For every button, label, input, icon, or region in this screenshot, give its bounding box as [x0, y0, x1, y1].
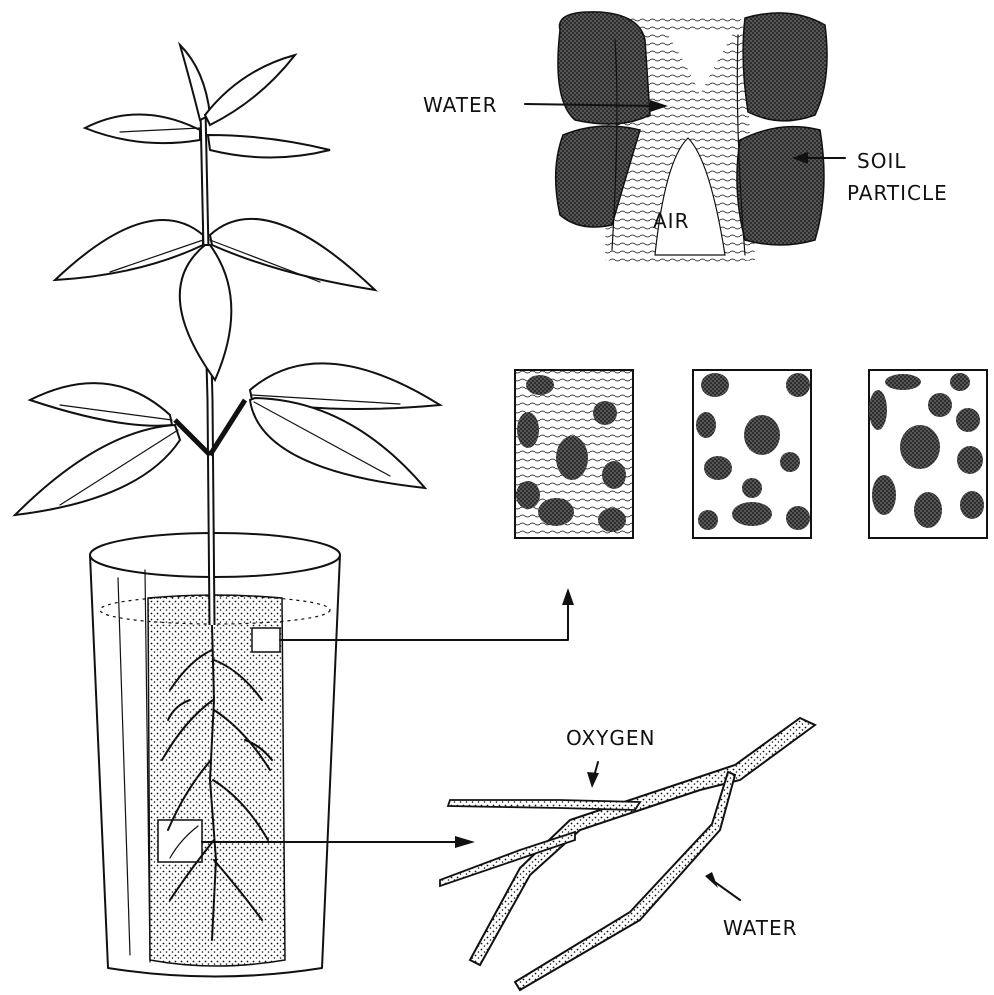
label-water-top: WATER	[423, 93, 498, 117]
label-oxygen: OXYGEN	[566, 726, 655, 750]
oxygen-label-arrow	[587, 762, 599, 788]
label-water-root: WATER	[723, 916, 798, 940]
water-root-label-arrow	[705, 872, 740, 900]
soil-sample-moist	[693, 370, 811, 538]
soil-zoom-box	[252, 628, 280, 652]
soil-sample-dry	[869, 370, 987, 538]
soil-pore-detail	[556, 12, 827, 265]
root-detail	[440, 718, 815, 990]
soil-sample-wet	[515, 370, 633, 538]
soil-particle-br	[737, 127, 824, 245]
soil-particle-tr	[743, 13, 827, 121]
root-zoom-box	[158, 820, 202, 862]
label-soil: SOIL	[857, 149, 906, 173]
soil-particle-tl	[558, 12, 650, 124]
plant-leaves	[15, 45, 440, 515]
label-air: AIR	[653, 209, 689, 233]
label-particle: PARTICLE	[847, 181, 948, 205]
